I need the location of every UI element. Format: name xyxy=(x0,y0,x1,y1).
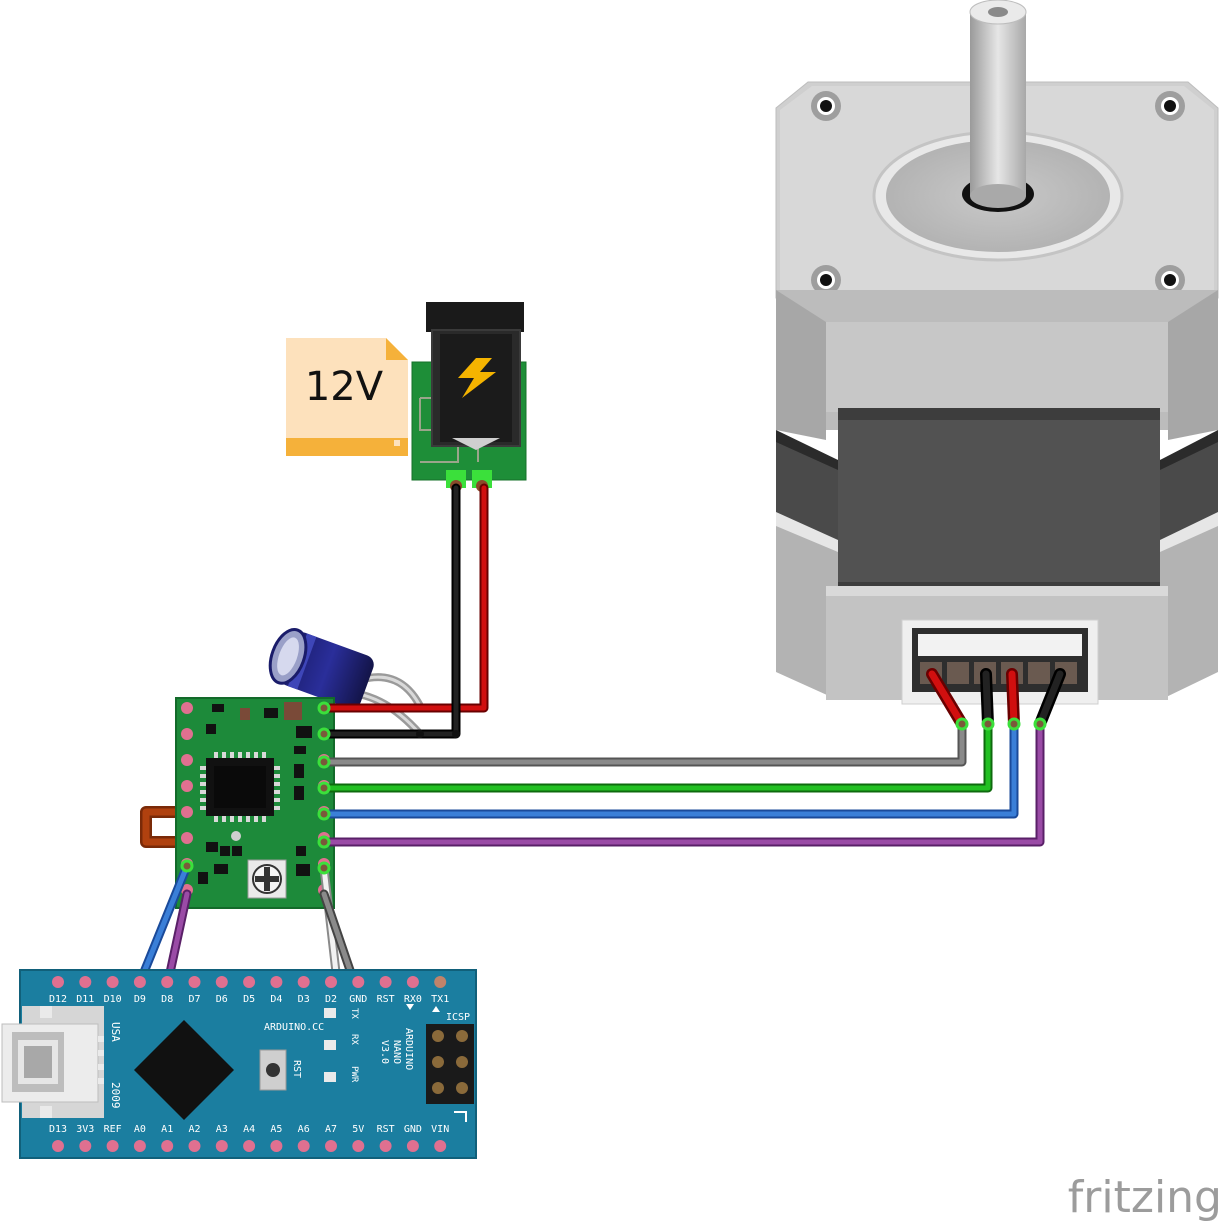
rst-button-label: RST xyxy=(291,1060,302,1078)
stepper-driver-board xyxy=(140,697,335,909)
arduino-pin-pad xyxy=(379,1140,392,1152)
wire-coil-purple xyxy=(319,719,1045,847)
usb-connector-icon xyxy=(1,1006,104,1118)
arduino-pin-label: VIN xyxy=(431,1124,449,1135)
arduino-pin-pad xyxy=(106,1140,119,1152)
arduino-pin-label: A3 xyxy=(216,1124,228,1135)
arduino-pin-pad xyxy=(106,976,119,988)
dc-power-jack xyxy=(411,302,527,492)
arduino-bottom-pins: D13 3V3 REF A0 A1 A2 A3 A4 A5 A6 A7 5V RST GND VIN xyxy=(49,1124,449,1152)
pwr-label: PWR xyxy=(349,1066,359,1083)
arduino-pin-pad xyxy=(215,976,228,988)
electrolytic-capacitor xyxy=(268,627,424,737)
wires xyxy=(132,483,1066,1154)
arduino-pin-pad xyxy=(379,976,392,988)
arduino-pin-label: REF xyxy=(104,1124,122,1135)
arduino-pin-label: D8 xyxy=(161,994,173,1005)
arduino-pin-label: D12 xyxy=(49,994,67,1005)
arduino-pin-pad xyxy=(406,976,419,988)
potentiometer-icon xyxy=(247,859,287,899)
arduino-pin-pad xyxy=(434,1140,447,1152)
arduino-pin-label: GND xyxy=(349,994,367,1005)
arduino-pin-label: D13 xyxy=(49,1124,67,1135)
arduino-pin-label: A7 xyxy=(325,1124,337,1135)
lightning-icon xyxy=(458,358,496,398)
arduino-pin-label: RST xyxy=(377,1124,395,1135)
arduino-pin-pad xyxy=(133,1140,146,1152)
arduino-pin-label: A5 xyxy=(270,1124,282,1135)
stepper-motor xyxy=(775,0,1219,705)
icsp-header xyxy=(426,1024,474,1122)
arduino-pin-label: RX0 xyxy=(404,994,422,1005)
arduino-pin-pad xyxy=(79,976,92,988)
arduino-pin-pad xyxy=(161,976,174,988)
arduino-pin-label: A1 xyxy=(161,1124,173,1135)
arduino-pin-pad xyxy=(161,1140,174,1152)
arduino-pin-label: 3V3 xyxy=(76,1124,94,1135)
driver-left-pins xyxy=(181,702,193,896)
arduino-pin-pad xyxy=(52,1140,64,1152)
arduino-pin-pad xyxy=(52,976,64,988)
arduino-pin-label: D10 xyxy=(104,994,122,1005)
arduino-pin-label: A6 xyxy=(298,1124,310,1135)
arduino-pin-label: A4 xyxy=(243,1124,255,1135)
tx-label: TX xyxy=(349,1008,359,1019)
power-note-label: 12V xyxy=(305,364,384,410)
arduino-pin-pad xyxy=(133,976,146,988)
arduino-pin-label: D7 xyxy=(188,994,200,1005)
arduino-pin-label: 5V xyxy=(352,1124,364,1135)
arduino-pin-pad xyxy=(188,1140,201,1152)
arduino-pin-pad xyxy=(243,1140,256,1152)
arduino-pin-pad xyxy=(270,976,283,988)
arduino-pin-pad xyxy=(352,976,365,988)
arduino-top-pins: D12 D11 D10 D9 D8 D7 D6 D5 D4 D3 D2 GND RST RX0 TX1 xyxy=(49,976,449,1005)
arduino-pin-pad xyxy=(79,1140,92,1152)
arduino-pin-pad xyxy=(188,976,201,988)
arduino-pin-label: A2 xyxy=(188,1124,200,1135)
motor-connector xyxy=(901,619,1099,705)
arduino-pin-label: GND xyxy=(404,1124,422,1135)
arduino-pin-pad xyxy=(434,976,447,988)
arduino-pin-pad xyxy=(270,1140,283,1152)
arduino-pin-label: D9 xyxy=(134,994,146,1005)
model-line-3: V3.0 xyxy=(379,1040,390,1064)
mcu-chip xyxy=(134,1020,234,1120)
arduino-pin-pad xyxy=(325,1140,337,1152)
arduino-pin-pad xyxy=(352,1140,365,1152)
arduino-pin-label: D2 xyxy=(325,994,337,1005)
arduino-pin-label: TX1 xyxy=(431,994,449,1005)
arduino-pin-label: D4 xyxy=(270,994,282,1005)
arduino-pin-pad xyxy=(406,1140,419,1152)
power-note: 12V xyxy=(286,338,408,456)
icsp-label: ICSP xyxy=(446,1012,470,1023)
arduino-pin-pad xyxy=(297,1140,310,1152)
motor-shaft xyxy=(969,0,1027,208)
rx-label: RX xyxy=(349,1034,359,1045)
mounting-hole-icon xyxy=(811,91,1185,295)
arduino-pin-label: D11 xyxy=(76,994,94,1005)
brand-label: ARDUINO.CC xyxy=(264,1022,324,1033)
arduino-pin-label: A0 xyxy=(134,1124,146,1135)
arduino-pin-label: D3 xyxy=(298,994,310,1005)
reset-button[interactable] xyxy=(259,1049,287,1091)
fritzing-watermark: fritzing xyxy=(1068,1172,1222,1223)
arduino-pin-pad xyxy=(325,976,337,988)
usb-label: USA xyxy=(109,1022,122,1042)
arduino-pin-label: RST xyxy=(377,994,395,1005)
arduino-pin-pad xyxy=(243,976,256,988)
arduino-pin-pad xyxy=(297,976,310,988)
arduino-pin-label: D5 xyxy=(243,994,255,1005)
year-label: 2009 xyxy=(109,1082,122,1109)
arduino-nano: USA 2009 RST TX RX PWR ARDUINO.CC ARDUIN… xyxy=(1,969,477,1159)
model-line-2: NANO xyxy=(391,1040,402,1064)
model-line-1: ARDUINO xyxy=(403,1028,414,1070)
arduino-pin-label: D6 xyxy=(216,994,228,1005)
arduino-pin-pad xyxy=(215,1140,228,1152)
